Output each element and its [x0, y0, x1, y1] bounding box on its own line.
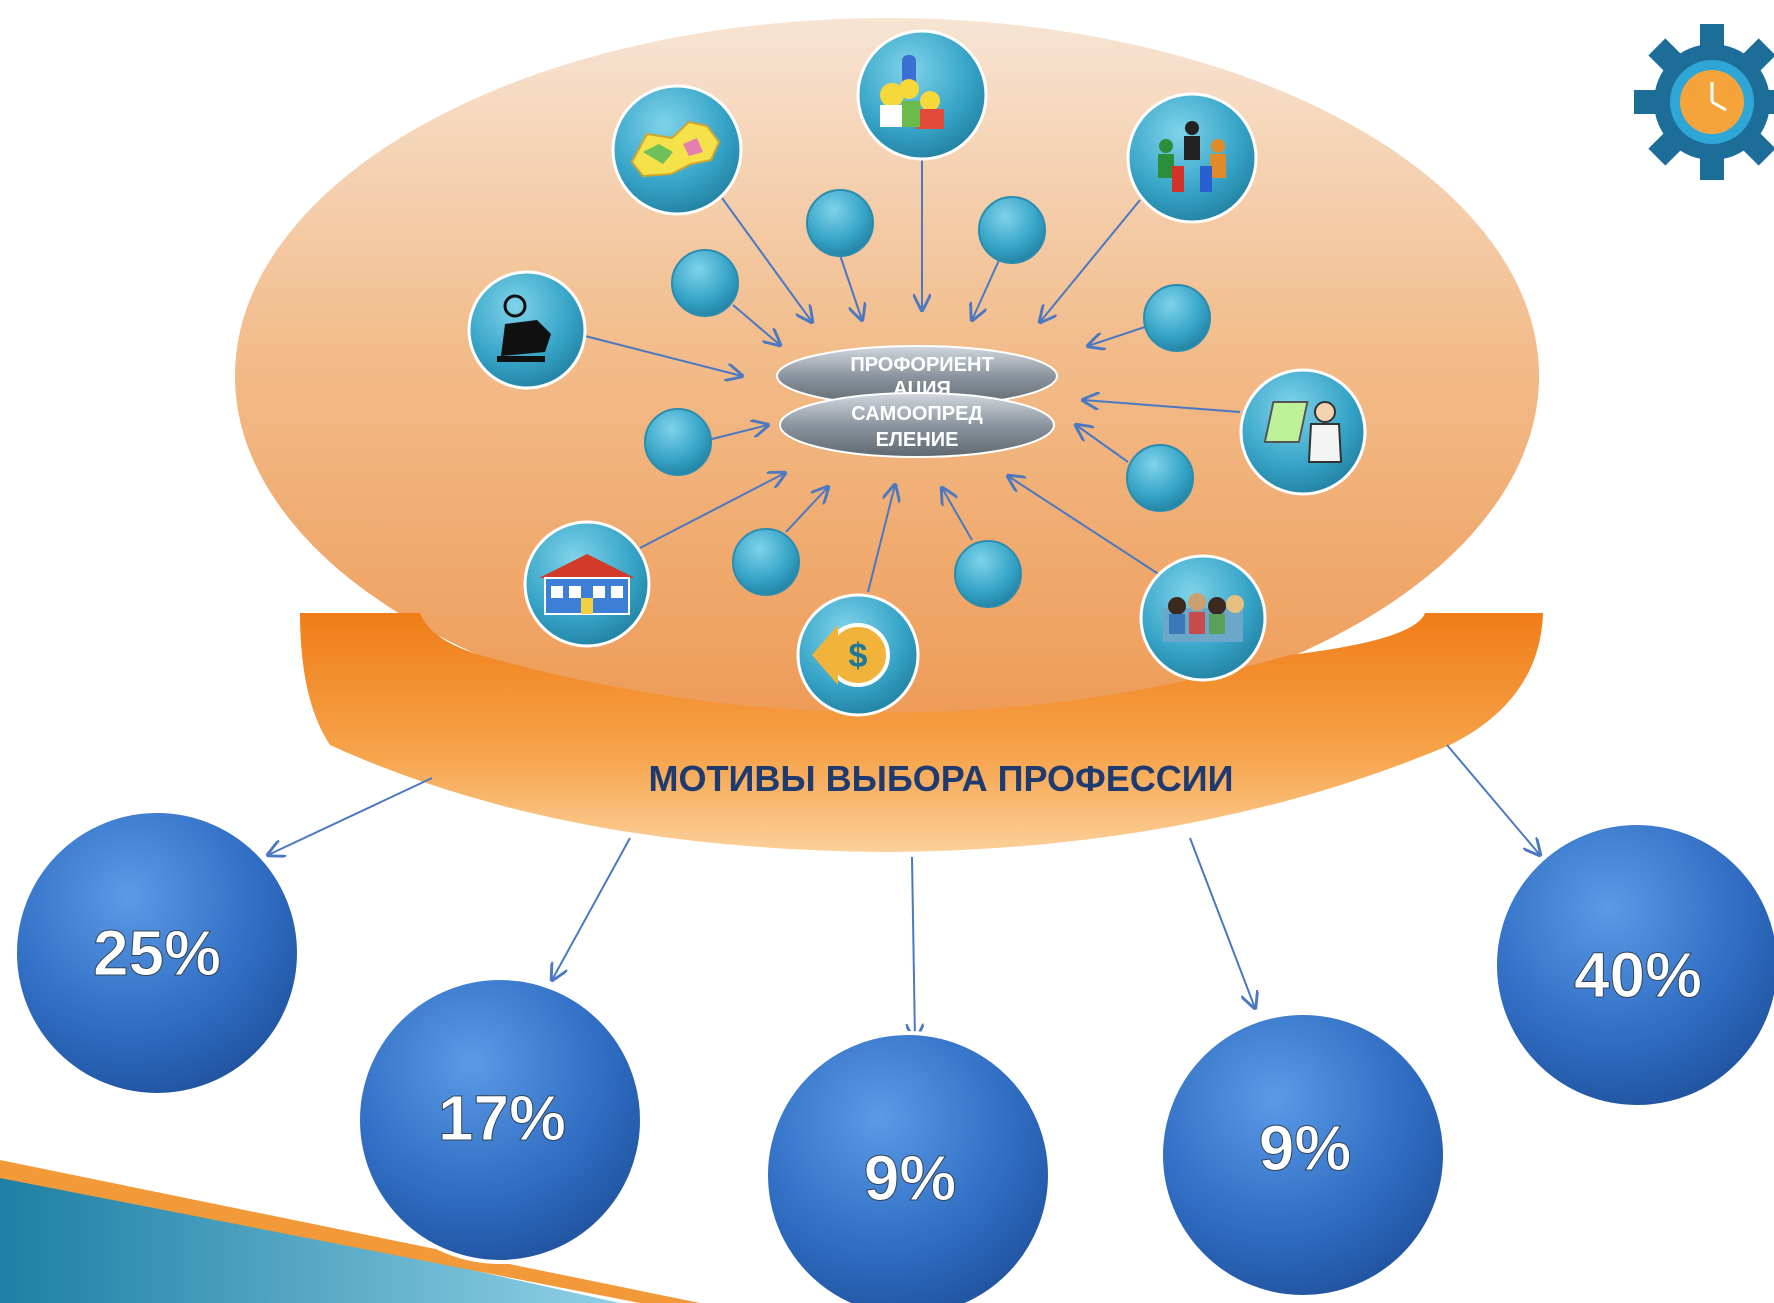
arrow	[707, 425, 768, 441]
arrow	[268, 777, 433, 855]
banner-title: МОТИВЫ ВЫБОРА ПРОФЕССИИ	[649, 758, 1234, 799]
percent-circle-2: 17%	[356, 976, 644, 1264]
small-circle	[954, 540, 1022, 608]
gear-clock-icon	[1634, 24, 1774, 180]
arrow	[584, 335, 742, 376]
arrow	[785, 487, 828, 533]
center-bottom-line-1: САМООПРЕД	[851, 403, 982, 425]
svg-text:$: $	[849, 637, 868, 675]
percent-circle-3: 9%	[764, 1031, 1052, 1303]
presenter-icon	[1239, 368, 1367, 496]
arrow	[1088, 325, 1149, 346]
arrow	[1076, 425, 1129, 463]
small-circle	[732, 528, 800, 596]
percent-value: 17%	[438, 1082, 566, 1154]
small-circle	[671, 249, 739, 317]
simpsons-family-icon	[856, 29, 988, 161]
percent-circle-4: 9%	[1159, 1011, 1447, 1299]
percent-circle-5: 40%	[1493, 821, 1774, 1109]
percent-circle-1: 25%	[13, 809, 301, 1097]
arrow	[721, 197, 812, 322]
small-circle	[978, 196, 1046, 264]
students-group-icon	[1139, 554, 1267, 682]
center-bottom-line-2: ЕЛЕНИЕ	[876, 429, 959, 451]
small-circle	[806, 189, 874, 257]
outward-arrows	[268, 744, 1540, 1040]
percent-value: 9%	[1259, 1112, 1352, 1184]
arrow	[732, 304, 780, 345]
people-circle-icon	[1126, 92, 1258, 224]
percent-value: 25%	[93, 917, 221, 989]
arrow	[552, 837, 631, 980]
arrow	[867, 485, 895, 593]
arrow	[942, 488, 973, 541]
arrow	[1008, 476, 1161, 576]
center-pill-bottom: САМООПРЕД ЕЛЕНИЕ	[779, 392, 1055, 458]
russia-map-icon	[611, 84, 743, 216]
arrow	[1083, 400, 1241, 413]
arrow	[839, 254, 862, 320]
percent-value: 40%	[1574, 939, 1702, 1011]
small-circle	[1126, 444, 1194, 512]
decorative-stripes	[0, 1160, 700, 1303]
arrow	[1189, 837, 1255, 1008]
small-circle	[644, 408, 712, 476]
inward-arrows	[584, 160, 1241, 593]
percent-value: 9%	[864, 1142, 957, 1214]
arrow	[912, 856, 915, 1040]
small-circle	[1143, 284, 1211, 352]
arrow	[639, 473, 785, 549]
arrow	[972, 257, 1001, 320]
center-top-line-1: ПРОФОРИЕНТ	[850, 354, 993, 376]
small-circles	[644, 189, 1211, 608]
arrow	[1446, 744, 1540, 855]
school-building-icon	[523, 520, 651, 648]
money-icon: $	[796, 593, 920, 717]
arrow	[1040, 199, 1141, 322]
idea-person-icon	[467, 270, 587, 390]
